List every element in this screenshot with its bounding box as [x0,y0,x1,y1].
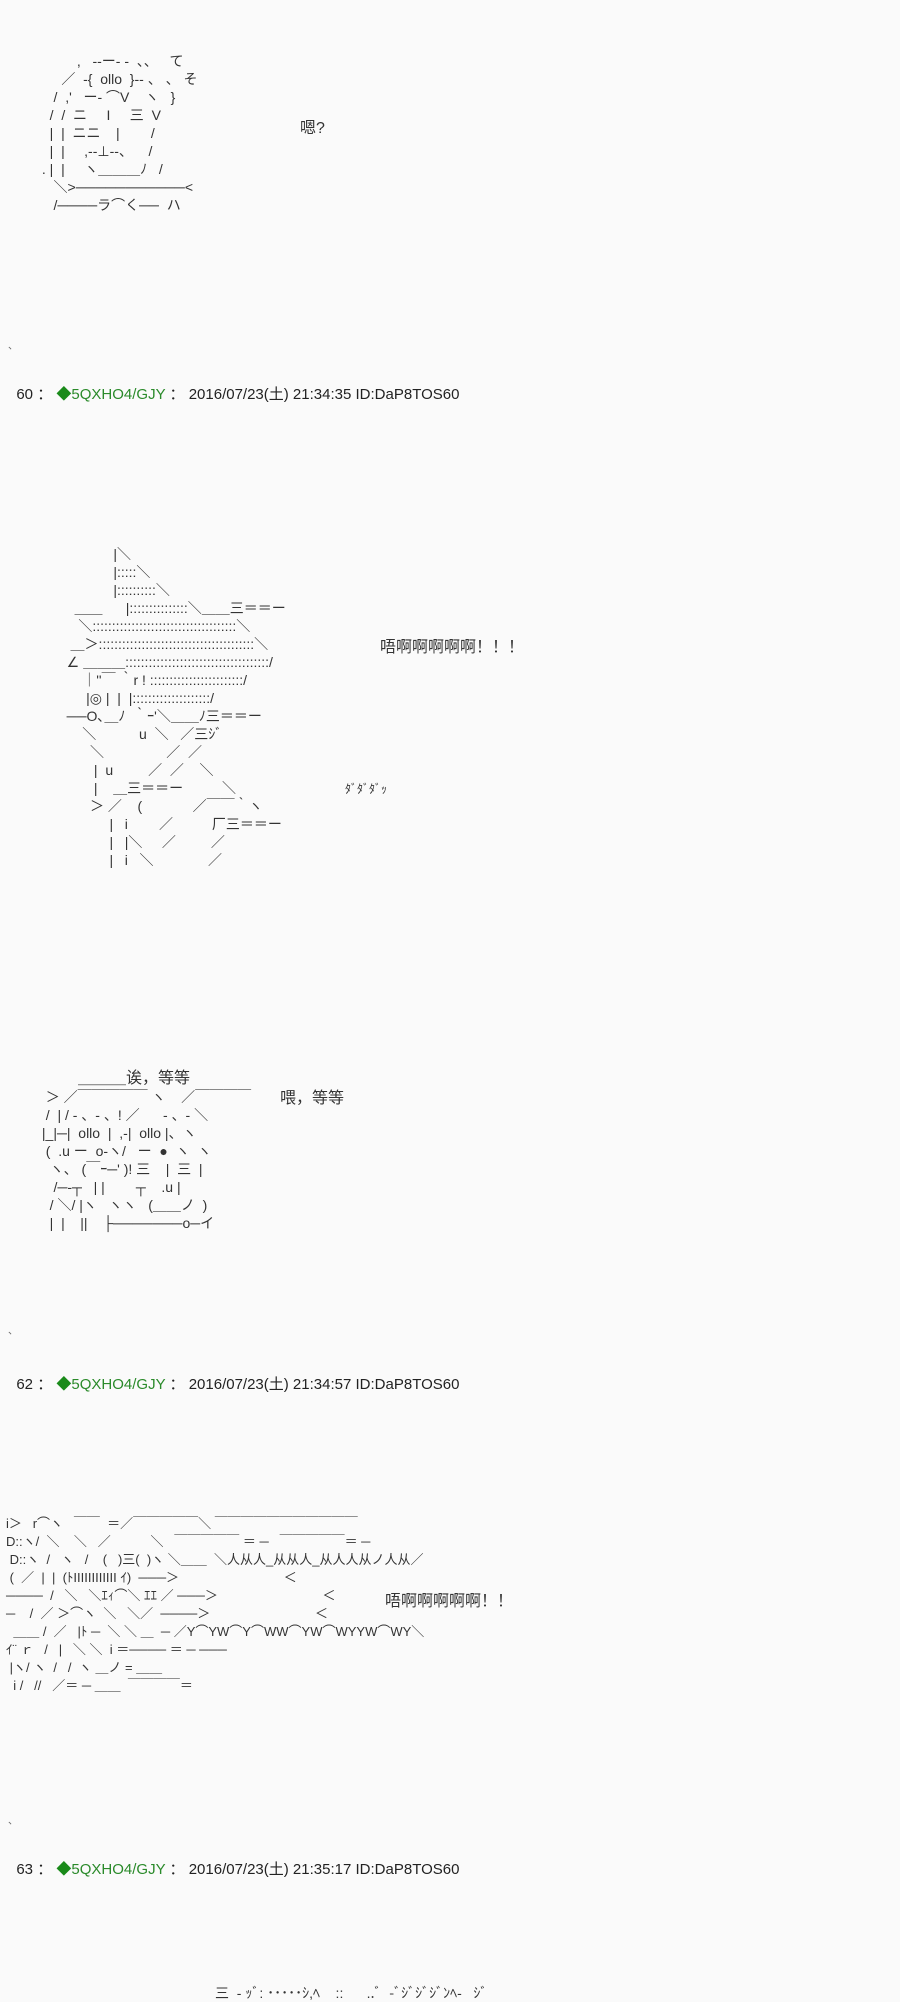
post-date: 2016/07/23(土) 21:34:57 [188,1376,352,1393]
ascii-art-line: | | ニニ | / [38,125,155,141]
ascii-art-line: ∠ ＿＿＿:::::::::::::::::::::::::::::::::::… [55,654,273,670]
post-marker: 、 [8,1816,18,1827]
ascii-art-line: ＞ ／ ( ／￣￣｀ヽ [55,798,263,814]
ascii-art-line: |::::::::::＼ [55,582,170,598]
ascii-art-line: ＿＞::::::::::::::::::::::::::::::::::::::… [55,636,269,652]
ascii-art-line: i＞ r⌒ヽ ￣￣ ＝／￣￣￣￣￣＼ ￣￣￣￣￣￣￣￣￣￣￣ [6,1516,358,1531]
ascii-art-line: D::ヽ/ ＼ ＼ ／ ＼ ￣￣￣￣￣ ＝ ─ ￣￣￣￣￣＝ ─ [6,1534,371,1549]
post-id[interactable]: ID:DaP8TOS60 [355,1861,460,1878]
ascii-art-line: ＼ ／ ／ [55,744,203,760]
dialogue-scream-1: 唔啊啊啊啊啊！！！ [380,639,525,656]
post-id[interactable]: ID:DaP8TOS60 [355,386,460,403]
ascii-art-line: | | ,-‐⊥‐-、 / [38,143,153,159]
post-header-60: 60 ： ◆5QXHO4/GJY ： 2016/07/23(土) 21:34:3… [8,366,459,404]
trip-diamond-icon: ◆ [56,1376,72,1393]
tripcode[interactable]: 5QXHO4/GJY [71,386,166,403]
ascii-art-line: ─ / ／ ＞⌒ヽ ＼ ＼／ ────＞ ＜ [6,1606,328,1621]
ascii-art-line: ｲ¨ ｒ / | ＼ ＼ i ＝──── ＝ ─ ─── [6,1642,227,1657]
trip-diamond-icon: ◆ [56,386,72,403]
tripcode[interactable]: 5QXHO4/GJY [71,1376,166,1393]
ascii-art-2: |＼ |:::::＼ |::::::::::＼ ＿＿ |::::::::::::… [55,545,286,869]
ascii-art-line: ＞ ／￣￣￣￣￣ ヽ ／￣￣￣￣ [38,1089,263,1105]
post-header-62: 62 ： ◆5QXHO4/GJY ： 2016/07/23(土) 21:34:5… [8,1356,459,1394]
ascii-art-line: ｜''￣ ｀r ! ::::::::::::::::::::::::/ [55,672,248,688]
ascii-art-3: ＞ ／￣￣￣￣￣ ヽ ／￣￣￣￣ / | / - 、- 、! ／ - 、- ＼ … [38,1088,263,1232]
ascii-art-line: . | | ヽ＿＿＿ﾉ / [38,161,163,177]
ascii-art-line: 三 - ｯﾞ: ･････ｼ,ﾍ :: ..ﾞ -ﾞｼﾞｼﾞｼﾞﾝﾍ- ｼﾞ [215,1985,488,2001]
dialogue-dadada: ﾀﾞﾀﾞﾀﾞｯ [345,782,388,796]
ascii-art-line: | i ／ 厂三＝＝ー [55,816,282,832]
ascii-art-line: D::ヽ / ヽ / ( )三( )ヽ ＼＿＿ ＼人从人_从从人_从人人从ノ人从… [6,1552,424,1567]
dialogue-wait-1: ＿＿＿诶，等等 [78,1070,191,1087]
ascii-art-line: |_|─| ollo | ,-| ollo |、ヽ [38,1125,197,1141]
ascii-art-line: i / // ／＝ ─ ＿＿ ￣￣￣￣＝ [6,1678,193,1693]
ascii-art-line: / / ニ I 三 V [38,107,161,123]
ascii-art-line: ──O､＿ﾉ ｀ｰ'＼＿＿ﾉ三＝＝ー [55,708,262,724]
dialogue-hm: 嗯? [300,120,325,137]
ascii-art-line: ──── / ＼ ＼ｴｨ⌒＼ ｴｴ ／ ───＞ ＜ [6,1588,336,1603]
ascii-art-line: / ＼/ |ヽ ヽヽ (＿＿ノ ) [38,1197,208,1213]
ascii-art-line: |◎ | | |::::::::::::::::::::/ [55,690,215,706]
ascii-art-line: /────ラ⌒く── ハ [38,197,181,213]
ascii-art-line: ＼ u ＼ ／三ｼﾞ [55,726,223,742]
ascii-art-1: , -‐ー‐ - 、、 て ／ ‐{ ollo }-‐ 、 、 そ / ,' ー… [38,52,198,214]
ascii-art-line: | i ＼ ／ [55,852,222,868]
post-number: 62 [16,1376,34,1393]
ascii-art-line: |＼ [55,546,131,562]
ascii-art-line: ＿＿ |:::::::::::::::＼＿＿三＝＝ー [55,600,286,616]
post-number: 63 [16,1861,34,1878]
ascii-art-line: ＼:::::::::::::::::::::::::::::::::::::＼ [55,618,251,634]
dialogue-wait-2: 喂，等等 [280,1090,345,1107]
separator: ： [37,1861,53,1878]
ascii-art-line: | |＼ ／ ／ [55,834,225,850]
ascii-art-line: | | || ├───────o─イ [38,1215,215,1231]
ascii-art-line: |:::::＼ [55,564,151,580]
separator: ： [37,386,53,403]
post-header-63: 63 ： ◆5QXHO4/GJY ： 2016/07/23(土) 21:35:1… [8,1841,459,1879]
ascii-art-line: | u ／ ／ ＼ [55,762,214,778]
post-marker: 、 [8,1326,18,1337]
ascii-art-line: ヽ、 (￣ｰ─' )! 三 | 三 | [38,1161,203,1177]
post-date: 2016/07/23(土) 21:35:17 [188,1861,352,1878]
ascii-art-line: ／ ‐{ ollo }-‐ 、 、 そ [38,71,198,87]
ascii-art-line: , -‐ー‐ - 、、 て [38,53,184,69]
post-id[interactable]: ID:DaP8TOS60 [355,1376,460,1393]
separator: ： [169,386,185,403]
ascii-art-line: ＼>───────────< [38,179,194,195]
ascii-art-line: ( ／ | | (ﾄIIIIIIIIIIII ｲ) ───＞ ＜ [6,1570,297,1585]
ascii-art-line: ＿＿ / ／ |ﾄ ─ ＼ ＼ ＿ ─ ／Y⌒YW⌒Y⌒WW⌒YW⌒WYYW⌒W… [6,1624,425,1639]
ascii-art-line: / ,' ー‐ ⌒V ヽ } [38,89,176,105]
ascii-art-5: 三 - ｯﾞ: ･････ｼ,ﾍ :: ..ﾞ -ﾞｼﾞｼﾞｼﾞﾝﾍ- ｼﾞ [215,1984,487,2002]
ascii-art-line: ( .u ー o‐ヽ/ ー ● ヽ ヽ [38,1143,212,1159]
ascii-art-line: | ＿三＝＝ー ＼ [55,780,236,796]
ascii-art-line: /─‐┬ | | ┬ .u | [38,1179,181,1195]
tripcode[interactable]: 5QXHO4/GJY [71,1861,166,1878]
ascii-art-line: / | / - 、- 、! ／ - 、- ＼ [38,1107,209,1123]
dialogue-scream-2: 唔啊啊啊啊啊！！ [385,1593,514,1610]
trip-diamond-icon: ◆ [56,1861,72,1878]
post-marker: 、 [8,341,18,352]
separator: ： [37,1376,53,1393]
separator: ： [169,1861,185,1878]
separator: ： [169,1376,185,1393]
ascii-art-line: |ヽ/ ヽ / / ヽ ＿ノ = ＿＿ [6,1660,163,1675]
post-number: 60 [16,386,34,403]
ascii-art-4: i＞ r⌒ヽ ￣￣ ＝／￣￣￣￣￣＼ ￣￣￣￣￣￣￣￣￣￣￣D::ヽ/ ＼ ＼ … [6,1515,424,1695]
post-date: 2016/07/23(土) 21:34:35 [188,386,352,403]
